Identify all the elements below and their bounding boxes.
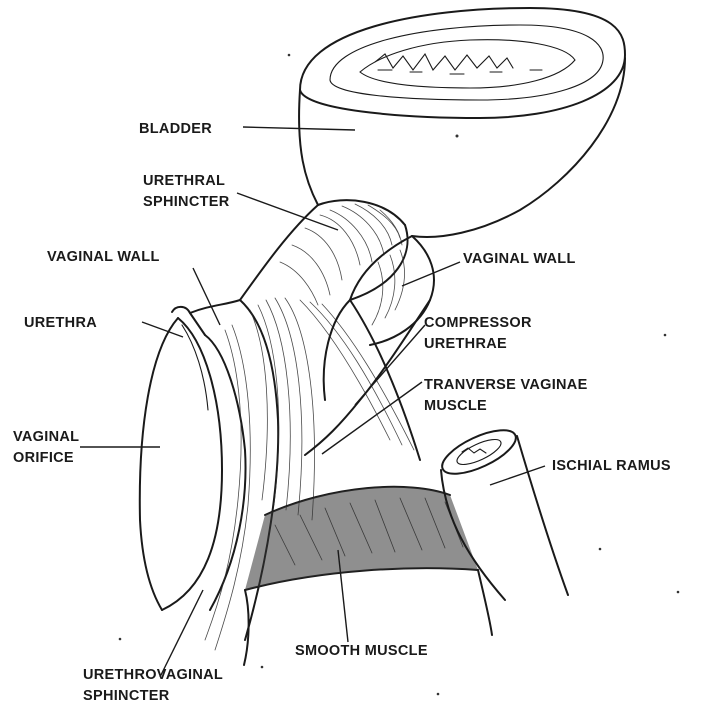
label-vaginal-orifice-line1: VAGINAL (13, 429, 79, 445)
label-bladder: BLADDER (139, 121, 212, 137)
label-smooth-muscle: SMOOTH MUSCLE (295, 643, 428, 659)
label-transverse-line2: MUSCLE (424, 398, 487, 414)
label-compressor-line2: URETHRAE (424, 336, 507, 352)
label-vaginal-wall-right: VAGINAL WALL (463, 251, 576, 267)
muscle-fibres-drawing (205, 298, 430, 650)
label-urethral-sphincter-line2: SPHINCTER (143, 194, 230, 210)
label-vaginal-orifice-line2: ORIFICE (13, 450, 74, 466)
label-urethrovaginal-line1: URETHROVAGINAL (83, 667, 223, 683)
label-ischial-ramus: ISCHIAL RAMUS (552, 458, 671, 474)
labels: BLADDER URETHRAL SPHINCTER VAGINAL WALL … (13, 121, 671, 704)
label-urethrovaginal-line2: SPHINCTER (83, 688, 170, 704)
smooth-muscle-drawing (244, 487, 492, 665)
ischial-ramus-drawing (436, 422, 568, 600)
vaginal-orifice-drawing (140, 300, 246, 610)
bladder-drawing (299, 8, 625, 237)
label-vaginal-wall-left: VAGINAL WALL (47, 249, 160, 265)
label-transverse-line1: TRANVERSE VAGINAE (424, 377, 588, 393)
label-compressor-line1: COMPRESSOR (424, 315, 532, 331)
label-urethral-sphincter-line1: URETHRAL (143, 173, 225, 189)
label-urethra: URETHRA (24, 315, 97, 331)
